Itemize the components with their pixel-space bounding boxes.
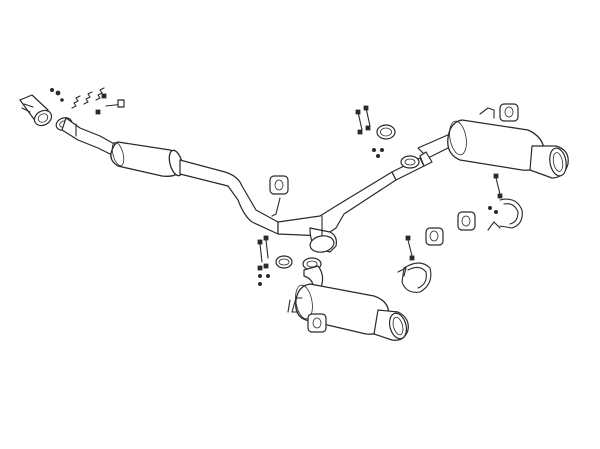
right-lower-hanger (457, 211, 476, 231)
y-pipe (277, 171, 397, 253)
center-bolt-set (405, 235, 415, 261)
right-lower-bolt-set (487, 173, 503, 214)
right-lower-clamp (487, 198, 523, 231)
right-upper-clamp (376, 124, 396, 140)
mid-pipe-to-y-pipe (179, 159, 279, 235)
spring-bolt-set-front (50, 87, 125, 115)
front-downpipe-flange (19, 94, 53, 127)
right-muffler (447, 119, 545, 171)
right-upper-bolt-set (355, 105, 384, 158)
left-tailpipe-tip (373, 309, 409, 341)
left-clamp (275, 255, 293, 269)
right-gasket (400, 155, 420, 169)
front-pipe-section (61, 117, 119, 159)
right-upper-hanger (479, 103, 519, 122)
center-rubber-hanger (425, 227, 444, 246)
rubber-hanger-center (269, 175, 289, 217)
band-clamp-center (397, 262, 432, 293)
center-resonator (110, 141, 184, 177)
left-bolt-set (257, 235, 270, 286)
right-tailpipe-tip (529, 145, 569, 179)
left-hanger-bracket (287, 297, 327, 333)
